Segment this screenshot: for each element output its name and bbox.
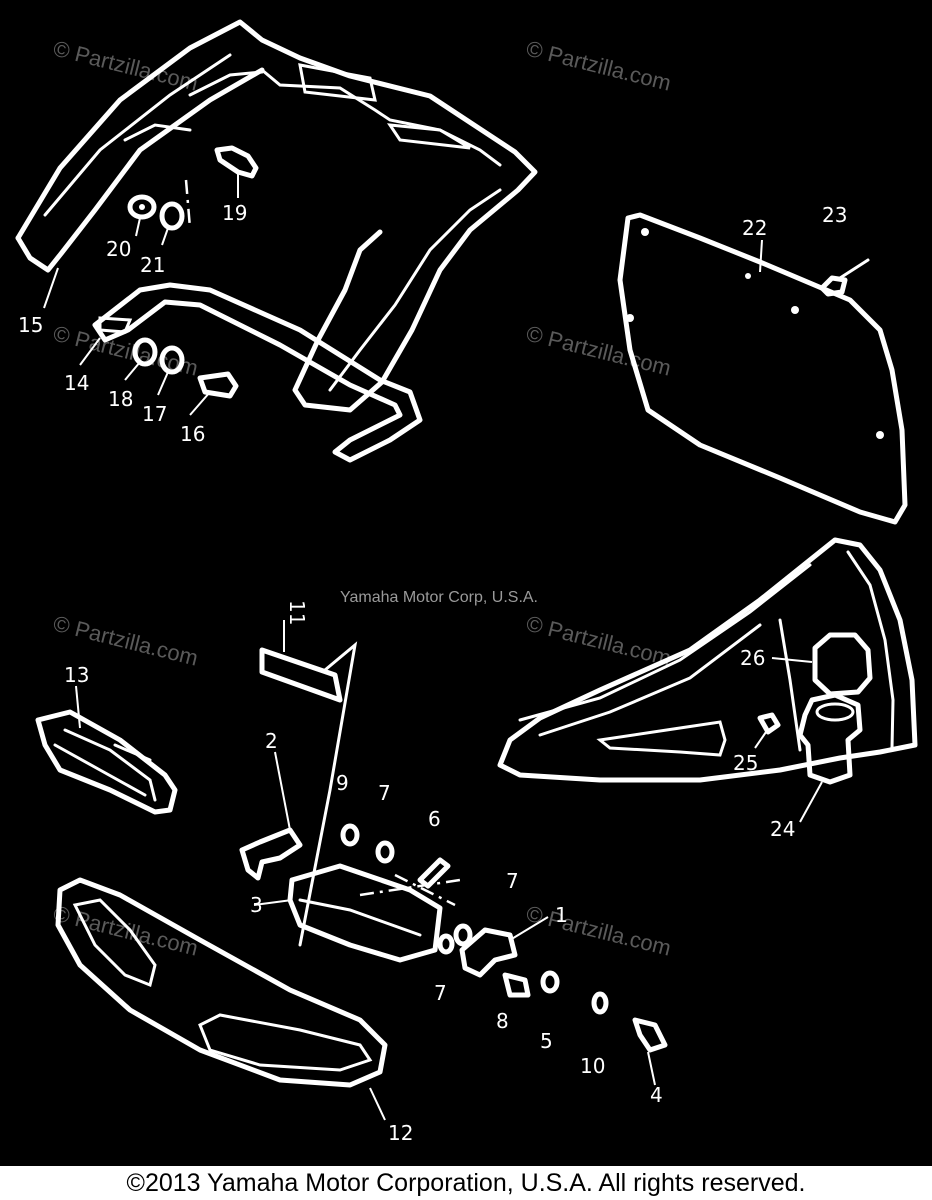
hardware-parts-16-21 (127, 145, 259, 399)
watermark-text: © Partzilla.com (524, 321, 674, 381)
callout-25: 25 (733, 751, 758, 775)
watermark-text: © Partzilla.com (524, 611, 674, 671)
callout-18: 18 (108, 387, 133, 411)
callout-15: 15 (18, 313, 43, 337)
washer-10 (591, 991, 609, 1015)
callout-13: 13 (64, 663, 89, 687)
cap-part-26 (812, 632, 873, 697)
fitting-part-24 (797, 692, 863, 785)
callout-7b: 7 (506, 869, 519, 893)
callout-19: 19 (222, 201, 247, 225)
copyright-footer: ©2013 Yamaha Motor Corporation, U.S.A. A… (0, 1166, 932, 1200)
callout-24: 24 (770, 817, 795, 841)
manufacturer-label: Yamaha Motor Corp, U.S.A. (340, 589, 538, 606)
clip-part-1 (459, 927, 518, 978)
callout-10: 10 (580, 1054, 605, 1078)
callout-16: 16 (180, 422, 205, 446)
bracket-part-2 (239, 827, 303, 881)
nut-20 (127, 194, 157, 220)
washer-7 (437, 933, 455, 955)
callout-7a: 7 (378, 781, 391, 805)
callout-5: 5 (540, 1029, 553, 1053)
callout-2: 2 (265, 729, 278, 753)
watermark-text: © Partzilla.com (51, 36, 201, 96)
plate-part-11 (259, 641, 358, 947)
watermark-text: © Partzilla.com (524, 901, 674, 961)
nut-18 (132, 337, 158, 367)
screw-part-23 (819, 258, 870, 297)
callout-14: 14 (64, 371, 89, 395)
callout-26: 26 (740, 646, 765, 670)
callout-12: 12 (388, 1121, 413, 1145)
washer-21 (159, 201, 185, 231)
exploded-parts-diagram: © Partzilla.com © Partzilla.com © Partzi… (15, 19, 918, 1145)
callout-1: 1 (555, 903, 568, 927)
grip-bar-frame-part-15 (15, 19, 538, 413)
callout-7c: 7 (434, 981, 447, 1005)
washer-9 (340, 823, 360, 847)
parts-diagram-canvas: © Partzilla.com © Partzilla.com © Partzi… (0, 0, 932, 1166)
bolt-19 (214, 145, 259, 179)
callout-11: 11 (285, 600, 309, 625)
watermark-text: © Partzilla.com (524, 36, 674, 96)
callout-8: 8 (496, 1009, 509, 1033)
callout-23: 23 (822, 203, 847, 227)
cover-part-12 (55, 877, 388, 1088)
nut-5 (540, 970, 560, 994)
washer-7 (375, 840, 395, 864)
callout-9: 9 (336, 771, 349, 795)
callout-17: 17 (142, 402, 167, 426)
callout-3: 3 (250, 893, 263, 917)
pin-8 (502, 972, 531, 998)
watermarks: © Partzilla.com © Partzilla.com © Partzi… (51, 36, 674, 961)
callout-6: 6 (428, 807, 441, 831)
watermark-text: © Partzilla.com (51, 611, 201, 671)
pin-part-6 (417, 857, 451, 889)
leader-lines (43, 172, 823, 1121)
panel-part-22 (617, 212, 908, 525)
callout-22: 22 (742, 216, 767, 240)
callout-labels: 1 2 3 4 5 6 7 7 7 8 9 10 11 12 13 14 15 … (18, 201, 847, 1145)
callout-20: 20 (106, 237, 131, 261)
housing-part-3 (287, 863, 461, 963)
screw-part-25 (757, 712, 781, 735)
cowl-body-part (497, 537, 918, 783)
lower-bar-part-14 (92, 282, 423, 463)
callout-21: 21 (140, 253, 165, 277)
grip-part-13 (35, 709, 178, 815)
callout-4: 4 (650, 1083, 663, 1107)
bolt-4 (632, 1017, 668, 1053)
washer-17 (159, 345, 185, 375)
washer-7 (453, 923, 473, 947)
small-hardware-parts (340, 823, 668, 1053)
bolt-16 (197, 371, 239, 399)
